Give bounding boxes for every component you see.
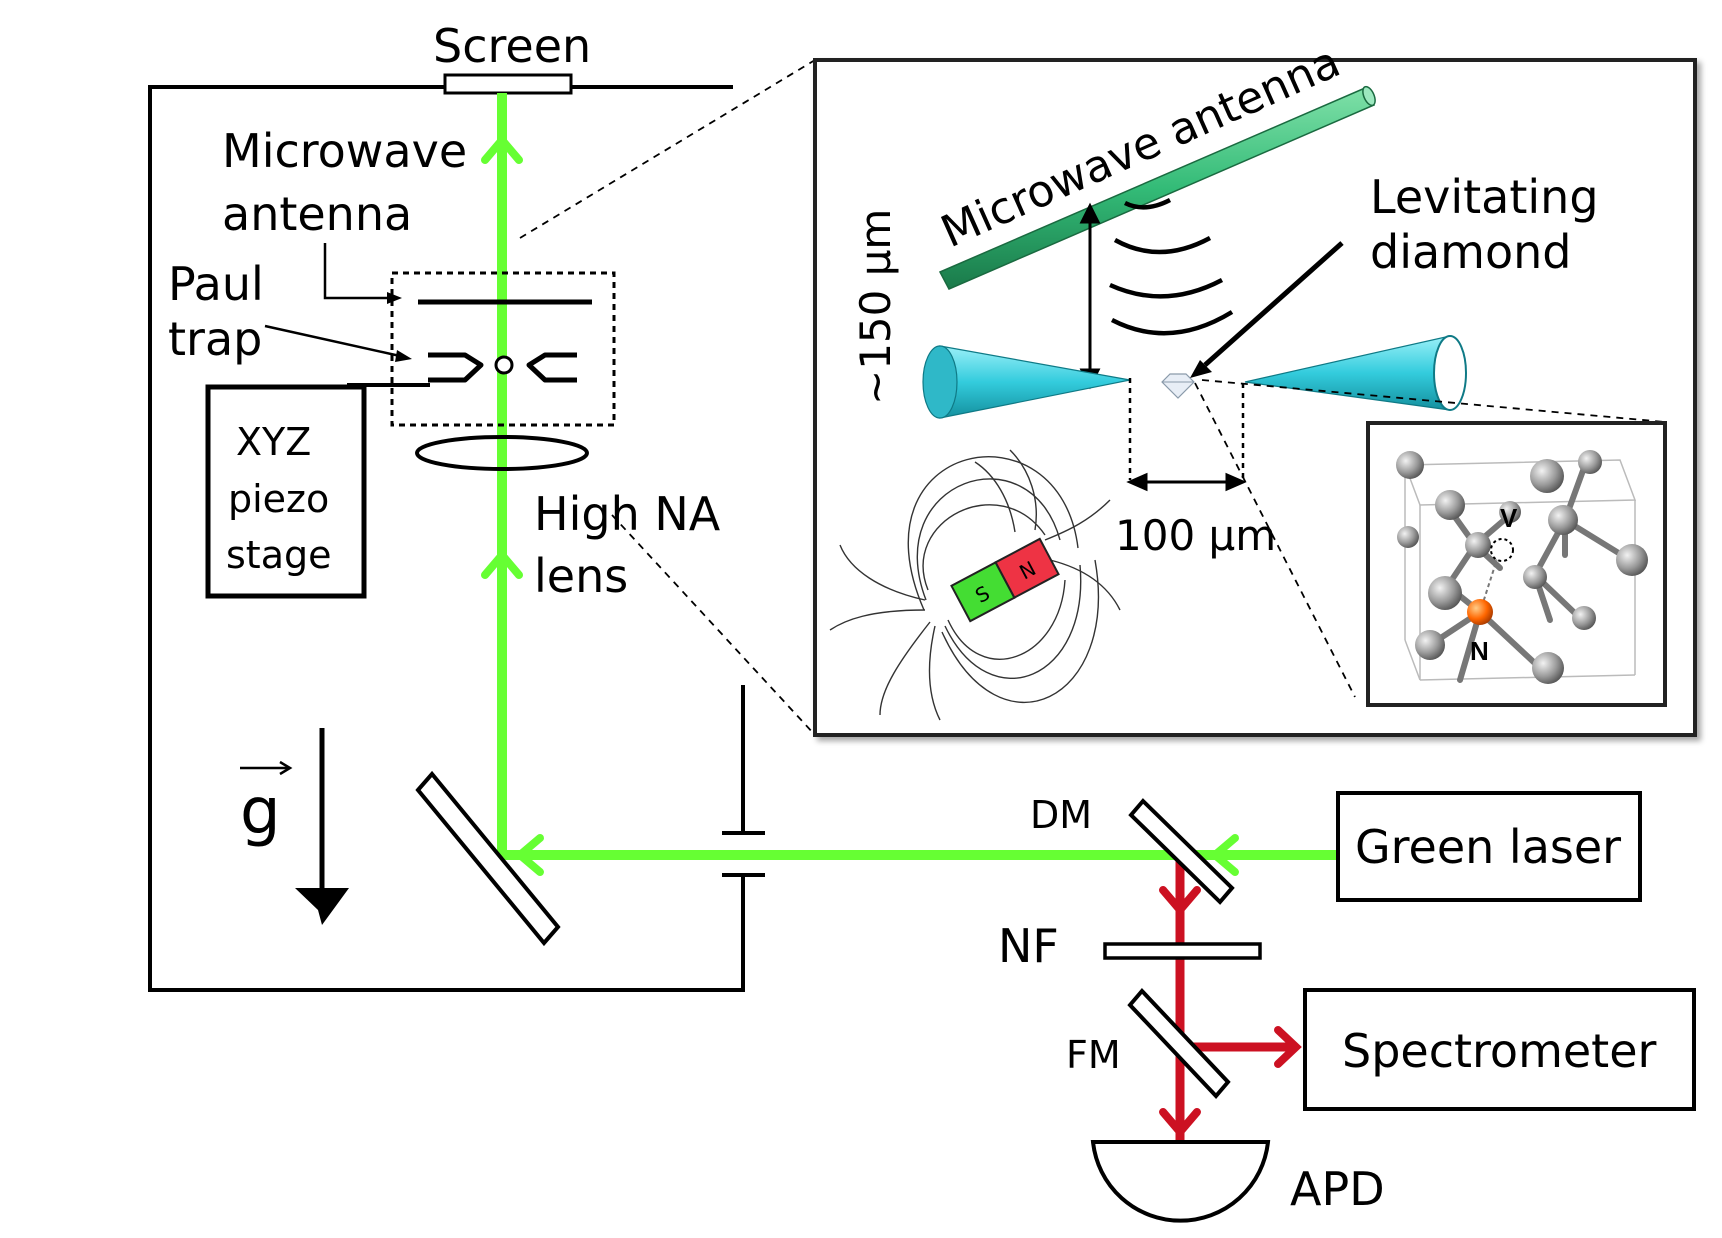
high-na-label-line2: lens bbox=[534, 549, 628, 603]
nitrogen-label: N bbox=[1470, 636, 1489, 666]
lattice-atoms bbox=[1396, 450, 1648, 684]
diamond-pointer bbox=[1203, 241, 1344, 367]
right-needle bbox=[1244, 335, 1467, 411]
gravity-label: g bbox=[240, 775, 281, 849]
trap-pointer bbox=[264, 324, 401, 358]
paul-trap-region bbox=[390, 271, 616, 427]
lattice-zoom-guides bbox=[1194, 379, 1666, 698]
turning-mirror bbox=[415, 770, 561, 947]
apd-detector bbox=[1090, 1140, 1271, 1223]
green-laser-box bbox=[1336, 791, 1642, 902]
microwave-antenna-label-line1: Microwave bbox=[222, 124, 467, 178]
gravity-arrow-head bbox=[295, 888, 349, 925]
vacancy-bond bbox=[1479, 549, 1501, 613]
vertical-distance-label: ~150 μm bbox=[851, 209, 900, 405]
microwave-wave-arcs bbox=[1109, 197, 1234, 336]
trap-electrodes bbox=[428, 352, 577, 383]
antenna-pointer bbox=[323, 243, 390, 300]
trap-pointer-head bbox=[395, 350, 412, 362]
magnet-icon: S N bbox=[950, 537, 1060, 623]
inset-antenna-rod bbox=[938, 85, 1376, 290]
levitating-label-line2: diamond bbox=[1370, 225, 1571, 279]
vacancy-site bbox=[1490, 538, 1514, 562]
antenna-pointer-head bbox=[387, 292, 402, 304]
diamond-pointer-head bbox=[1190, 360, 1212, 378]
nitrogen-atom bbox=[1467, 599, 1493, 625]
xyz-stage-label-line3: stage bbox=[226, 533, 331, 577]
green-beam-arrows bbox=[481, 133, 1239, 876]
horizontal-distance-label: 100 μm bbox=[1115, 511, 1276, 560]
spectrometer-label: Spectrometer bbox=[1342, 1024, 1657, 1078]
dm-label: DM bbox=[1030, 793, 1092, 837]
paul-trap-label-line2: trap bbox=[168, 312, 262, 366]
xyz-stage-label-line2: piezo bbox=[228, 477, 329, 521]
horizontal-distance-arrow bbox=[1126, 472, 1247, 492]
screen-window bbox=[443, 73, 573, 95]
spectrometer-box bbox=[1303, 988, 1696, 1111]
notch-filter bbox=[1103, 942, 1262, 960]
microwave-antenna-label-line2: antenna bbox=[222, 187, 412, 241]
magnet-field-lines bbox=[829, 449, 1121, 721]
levitating-label-line1: Levitating bbox=[1370, 170, 1599, 224]
horizontal-distance-markers bbox=[1128, 378, 1245, 480]
nf-label: NF bbox=[998, 919, 1059, 973]
trapped-particle bbox=[494, 355, 514, 375]
dichroic-mirror bbox=[1128, 798, 1235, 905]
fm-label: FM bbox=[1066, 1033, 1121, 1077]
high-na-label-line1: High NA bbox=[534, 487, 721, 541]
green-laser-label: Green laser bbox=[1355, 820, 1621, 874]
red-beam bbox=[1175, 855, 1296, 1148]
paul-trap-label-line1: Paul bbox=[168, 257, 264, 311]
screen-label: Screen bbox=[433, 19, 591, 73]
high-na-lens bbox=[415, 435, 589, 471]
flip-mirror bbox=[1127, 988, 1231, 1099]
red-beam-arrows bbox=[1159, 886, 1302, 1139]
vacuum-chamber bbox=[148, 85, 765, 992]
xyz-stage-box bbox=[205, 384, 367, 599]
gravity-vector-arrow-icon bbox=[240, 760, 293, 776]
zoom-guides bbox=[519, 59, 816, 736]
vacancy-label: V bbox=[1500, 503, 1518, 533]
xyz-stage-label-line1: XYZ bbox=[236, 420, 311, 464]
left-needle bbox=[922, 345, 1131, 419]
apd-label: APD bbox=[1290, 1162, 1385, 1216]
